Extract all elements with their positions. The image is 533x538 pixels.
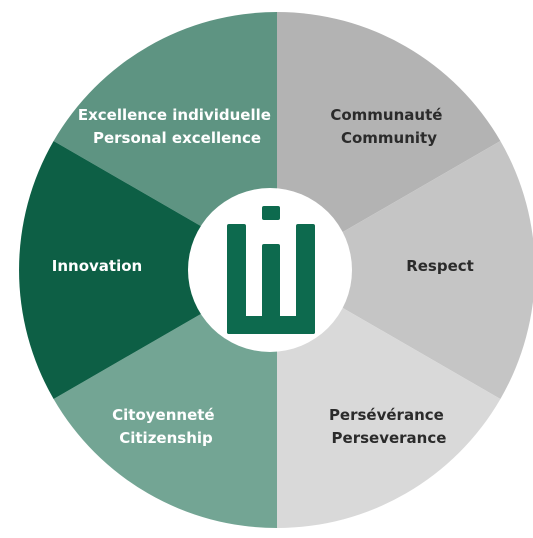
segment-community — [277, 12, 501, 270]
segment-respect — [277, 141, 533, 399]
label-perseverance: Persévérance Perseverance — [329, 406, 449, 447]
label-innovation: Innovation — [52, 257, 142, 275]
w-logo — [227, 206, 315, 334]
segment-perseverance — [277, 270, 501, 528]
label-respect: Respect — [406, 257, 474, 275]
label-personal-excellence: Excellence individuelle Personal excelle… — [78, 106, 276, 147]
label-citizenship: Citoyenneté Citizenship — [112, 406, 220, 447]
label-community: Communauté Community — [330, 106, 447, 147]
segment-innovation — [19, 141, 278, 399]
